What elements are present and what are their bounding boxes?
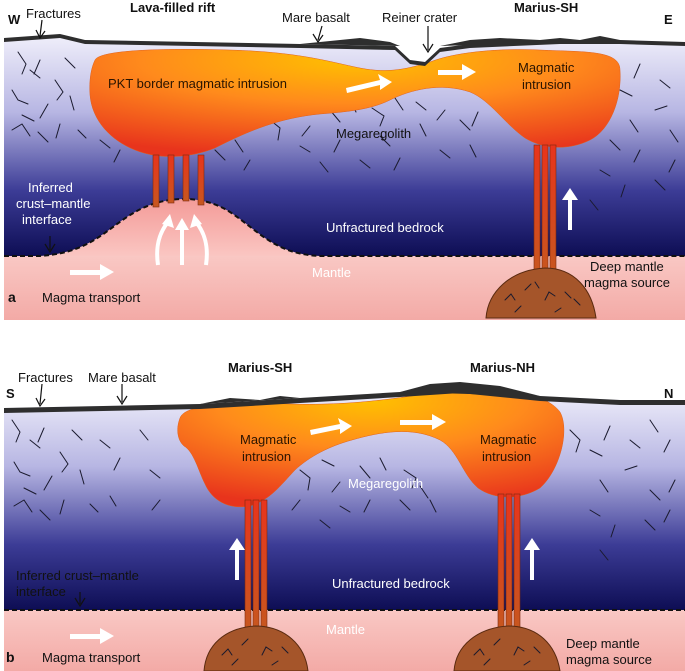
label-mare-basalt-a: Mare basalt [282, 10, 350, 25]
label-east: E [664, 12, 673, 27]
label-marius-sh-b: Marius-SH [228, 360, 292, 375]
panel-a: W E Fractures Lava-filled rift Mare basa… [4, 0, 685, 320]
deep-magma-source-b-left [203, 625, 309, 671]
label-pkt-intrusion: PKT border magmatic intrusion [108, 76, 287, 91]
label-magmatic-b-left-2: intrusion [242, 449, 291, 464]
label-magmatic-b-left-1: Magmatic [240, 432, 297, 447]
label-magmatic-b-right-1: Magmatic [480, 432, 537, 447]
label-deep-source-b-2: magma source [566, 652, 652, 667]
label-fractures-a: Fractures [26, 6, 81, 21]
label-megaregolith-a: Megaregolith [336, 126, 411, 141]
label-fractures-b: Fractures [18, 370, 73, 385]
fracture-network-b [11, 419, 676, 561]
label-south: S [6, 386, 15, 401]
label-inferred-a-1: Inferred [28, 180, 73, 195]
deep-magma-source-b-right [453, 625, 561, 671]
feeder-dikes-a-right [533, 144, 557, 276]
mare-basalt-surface-a [4, 34, 685, 66]
label-marius-nh: Marius-NH [470, 360, 535, 375]
label-deep-source-a-1: Deep mantle [590, 259, 664, 274]
label-deep-source-a-2: magma source [584, 275, 670, 290]
panel-b: S N Fractures Mare basalt Marius-SH Mari… [4, 360, 685, 671]
panel-letter-a: a [8, 289, 16, 305]
label-inferred-a-2: crust–mantle [16, 196, 90, 211]
label-magmatic-b-right-2: intrusion [482, 449, 531, 464]
feeder-dikes-b-right [497, 493, 521, 631]
panel-letter-b: b [6, 649, 15, 665]
label-marius-sh-a: Marius-SH [514, 0, 578, 15]
label-mantle-a: Mantle [312, 265, 351, 280]
label-inferred-a-3: interface [22, 212, 72, 227]
label-unfractured-a: Unfractured bedrock [326, 220, 444, 235]
flow-arrows-b [35, 383, 540, 644]
label-reiner-crater: Reiner crater [382, 10, 458, 25]
flow-arrows-a [35, 19, 578, 280]
label-mare-basalt-b: Mare basalt [88, 370, 156, 385]
label-inferred-b-1: Inferred crust–mantle [16, 568, 139, 583]
label-west: W [8, 12, 21, 27]
label-lava-filled-rift: Lava-filled rift [130, 0, 216, 15]
label-north: N [664, 386, 673, 401]
label-magmatic-a-2: intrusion [522, 77, 571, 92]
feeder-dikes-b-left [244, 499, 268, 631]
deep-magma-source-a [485, 267, 597, 319]
fracture-network-a [11, 51, 679, 211]
label-megaregolith-b: Megaregolith [348, 476, 423, 491]
label-magma-transport-a: Magma transport [42, 290, 141, 305]
label-deep-source-b-1: Deep mantle [566, 636, 640, 651]
label-magma-transport-b: Magma transport [42, 650, 141, 665]
feeder-dikes-a-left [152, 154, 205, 208]
label-inferred-b-2: interface [16, 584, 66, 599]
label-mantle-b: Mantle [326, 622, 365, 637]
label-unfractured-b: Unfractured bedrock [332, 576, 450, 591]
label-magmatic-a-1: Magmatic [518, 60, 575, 75]
